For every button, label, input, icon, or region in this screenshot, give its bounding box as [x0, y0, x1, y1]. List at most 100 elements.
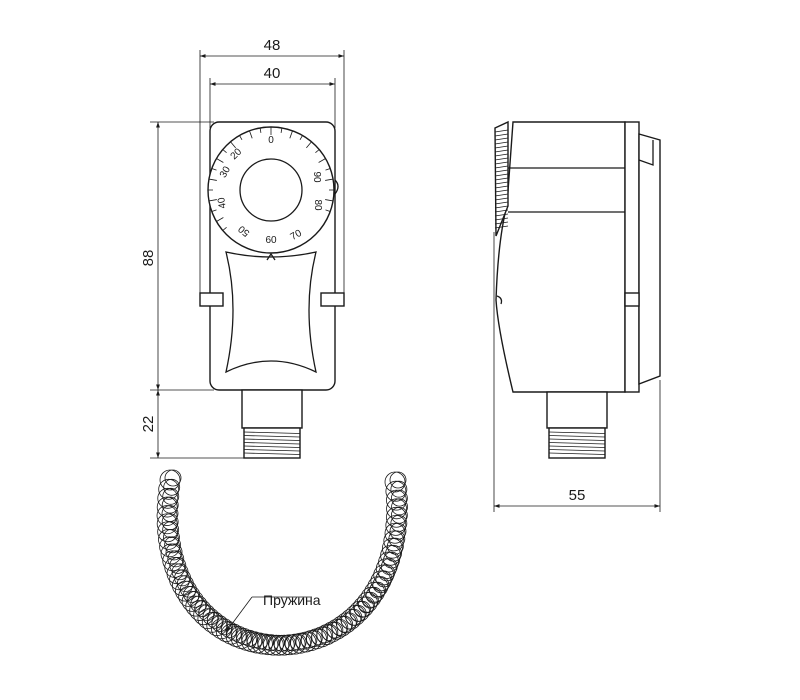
side-latch — [496, 295, 503, 305]
dim-body-height: 88 — [140, 250, 157, 267]
spring-coil — [156, 496, 178, 518]
spring-coil — [169, 569, 190, 591]
thread-line — [243, 442, 301, 445]
dial-tick — [208, 178, 217, 181]
spring-coil — [386, 498, 407, 520]
dial-tick — [315, 149, 320, 154]
spring-coil — [384, 522, 406, 544]
thread-line — [243, 435, 301, 438]
dim-thread-height: 22 — [140, 416, 157, 433]
knurl-line — [494, 141, 509, 145]
spring-coil-inner — [225, 623, 243, 641]
spring-coil — [257, 634, 279, 656]
spring-coil — [335, 612, 357, 634]
knurl-line — [494, 177, 509, 181]
knurl-line — [494, 149, 509, 153]
spring-coil — [159, 536, 180, 558]
dial-tick — [325, 168, 331, 171]
thread-line — [243, 438, 301, 441]
knurl-line — [494, 185, 509, 189]
dial-side-notch — [334, 179, 339, 195]
side-housing — [495, 121, 626, 393]
spring-coil — [193, 604, 215, 626]
dial-tick — [280, 127, 283, 133]
knurl-lines — [494, 129, 509, 229]
thread-line — [548, 449, 606, 452]
spring-coil-inner — [295, 632, 312, 650]
spring-coil — [171, 575, 193, 597]
spring-coil — [164, 557, 186, 578]
spring-coil-inner — [179, 580, 197, 598]
spring-coil-inner — [161, 496, 179, 514]
thread-line — [548, 445, 606, 448]
spring-coil — [385, 506, 407, 528]
spring-coil-inner — [164, 536, 181, 554]
dim-inner-width: 40 — [264, 65, 281, 82]
thread-line — [548, 435, 606, 438]
spring-coil — [159, 469, 181, 491]
side-back-cover — [638, 133, 661, 386]
dial-tick — [259, 127, 262, 133]
spring-coil-inner — [162, 487, 180, 505]
knurl-line — [494, 193, 509, 197]
knurl-line — [494, 153, 509, 157]
knurl-line — [494, 181, 509, 185]
spring-coil — [340, 608, 362, 630]
knurl-line — [494, 217, 509, 221]
knurl-line — [494, 157, 509, 161]
spring-coil — [215, 621, 237, 643]
dim-outer-width: 48 — [264, 37, 281, 54]
spring — [156, 469, 408, 656]
spring-coil — [306, 628, 327, 650]
side-dimensions: 55 — [493, 232, 661, 512]
dial-label-0: 0 — [268, 135, 274, 146]
spring-coil — [252, 633, 273, 655]
knurl-line — [494, 133, 509, 137]
spring-coil — [311, 626, 333, 648]
spring-coil — [225, 626, 247, 647]
spring-coil — [381, 537, 403, 559]
spring-coil-inner — [390, 506, 408, 524]
spring-coil-inner — [164, 469, 182, 487]
knurl-line — [494, 173, 509, 177]
knurl-line — [494, 225, 509, 229]
knurl-line — [494, 213, 509, 217]
dial-label-60: 60 — [265, 235, 277, 246]
spring-coil — [246, 632, 268, 654]
spring-coil — [156, 513, 178, 535]
thread-line — [548, 431, 606, 434]
dial-tick — [318, 158, 326, 163]
dial-pointer — [266, 252, 276, 261]
knurl-line — [494, 161, 509, 165]
dial-tick — [299, 135, 303, 140]
thread-line — [243, 452, 301, 455]
spring-coil — [211, 618, 232, 640]
spring-coil — [385, 514, 407, 536]
spring-coil-inner — [202, 608, 220, 626]
dial-tick — [211, 209, 217, 212]
spring-coil — [185, 595, 207, 617]
knurl-line — [494, 169, 509, 173]
thread-line — [243, 431, 301, 434]
spring-coil — [156, 505, 178, 526]
front-dimensions: 48 40 88 22 — [140, 37, 345, 459]
dial-ticks — [208, 127, 334, 231]
side-fitting-hex — [546, 391, 608, 429]
dial-tick — [325, 178, 334, 181]
spring-coil — [268, 634, 290, 656]
spring-coil — [157, 487, 179, 509]
spring-coil — [385, 480, 407, 502]
side-fitting-threads — [548, 431, 606, 455]
spring-coil — [385, 489, 407, 511]
spring-coil-inner — [169, 557, 187, 574]
right-strap-slot — [320, 292, 345, 307]
dial-tick — [216, 158, 224, 163]
spring-coil — [279, 634, 301, 656]
spring-coil-inner — [391, 498, 408, 516]
spring-coil — [370, 570, 392, 592]
spring-coil-inner — [361, 591, 379, 609]
thread-line — [243, 449, 301, 452]
side-back-plate — [624, 121, 640, 393]
spring-coil-inner — [354, 600, 371, 618]
spring-coil-inner — [162, 521, 180, 539]
